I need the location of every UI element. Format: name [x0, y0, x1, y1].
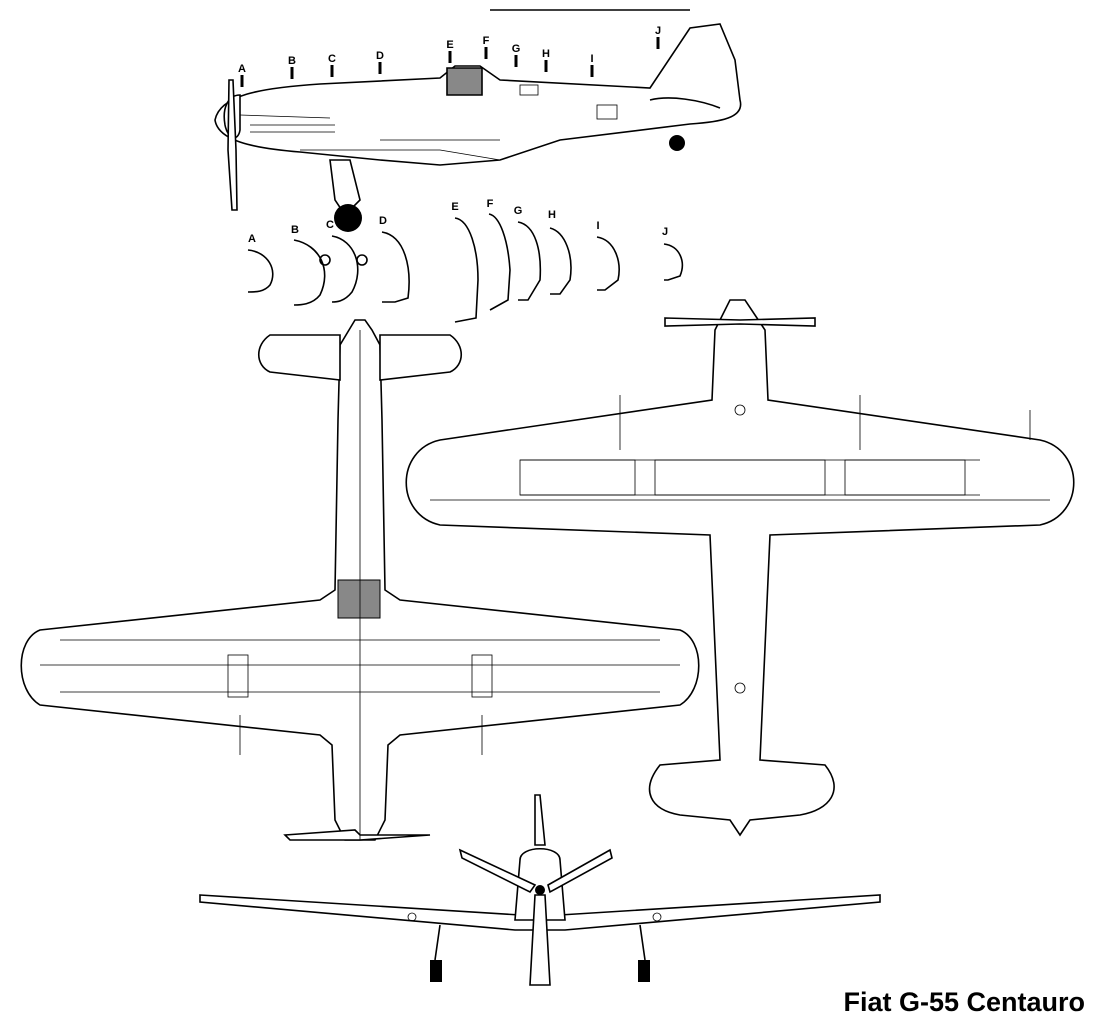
station-label: D: [376, 50, 384, 62]
station-label: E: [451, 201, 458, 213]
station-label: H: [542, 48, 550, 60]
side-view-station-labels: A B C D E F G H I J: [238, 25, 661, 87]
station-label: J: [662, 226, 668, 238]
station-tick: [448, 51, 452, 63]
station-tick: [330, 65, 334, 77]
station-label: C: [328, 53, 336, 65]
cross-section-labels: A B C D E F G H I J: [248, 198, 668, 245]
station-tick: [590, 65, 594, 77]
station-tick: [240, 75, 244, 87]
station-label: B: [291, 224, 299, 236]
station-label: C: [326, 219, 334, 231]
front-view: [199, 794, 881, 986]
station-tick: [544, 60, 548, 72]
station-label: F: [487, 198, 494, 210]
station-label: A: [238, 63, 246, 75]
station-tick: [514, 55, 518, 67]
side-view: [214, 9, 742, 232]
station-label: I: [590, 53, 593, 65]
station-label: J: [655, 25, 661, 37]
station-label: E: [446, 39, 453, 51]
station-label: G: [514, 205, 523, 217]
bottom-view: [405, 299, 1075, 837]
station-label: F: [483, 35, 490, 47]
station-label: G: [512, 43, 521, 55]
station-tick: [378, 62, 382, 74]
drawing-title: Fiat G-55 Centauro: [843, 987, 1085, 1017]
station-tick: [656, 37, 660, 49]
station-label: H: [548, 209, 556, 221]
top-view: [20, 319, 700, 841]
station-label: A: [248, 233, 256, 245]
station-label: I: [596, 220, 599, 232]
station-tick: [290, 67, 294, 79]
cross-sections: [247, 213, 684, 323]
station-tick: [484, 47, 488, 59]
station-label: D: [379, 215, 387, 227]
station-label: B: [288, 55, 296, 67]
